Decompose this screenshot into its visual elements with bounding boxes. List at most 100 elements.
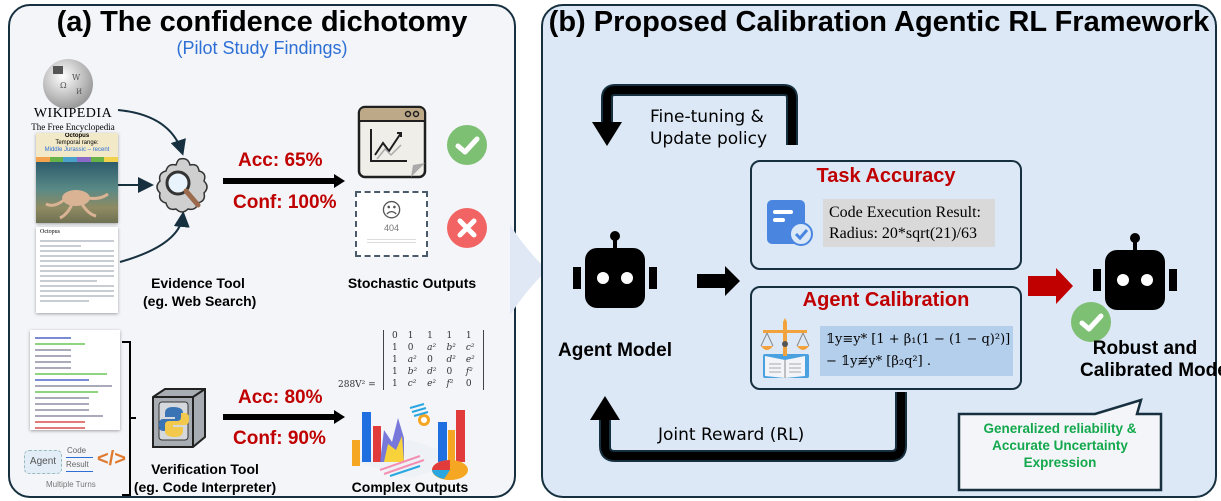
task-accuracy-title: Task Accuracy bbox=[816, 165, 956, 187]
fine-tuning-loop-arrow bbox=[592, 84, 798, 146]
matrix-cell: 0 bbox=[407, 343, 414, 353]
code-execution-result: Code Execution Result: Radius: 20*sqrt(2… bbox=[823, 199, 995, 247]
grouping-bracket bbox=[122, 341, 136, 496]
matrix-cell: f² bbox=[446, 379, 454, 389]
octopus-photo bbox=[36, 162, 118, 223]
agent-calibration-title: Agent Calibration bbox=[802, 289, 970, 311]
matrix-cell: a² bbox=[427, 343, 437, 353]
document-check-icon bbox=[765, 198, 815, 248]
chart-window-icon bbox=[357, 105, 427, 179]
matrix-cell: 0 bbox=[427, 355, 433, 365]
evidence-accuracy: Acc: 65% bbox=[238, 150, 323, 171]
panel-b-title: (b) Proposed Calibration Agentic RL Fram… bbox=[548, 6, 1210, 38]
verification-arrow-shaft bbox=[223, 414, 338, 420]
incorrect-cross-icon bbox=[447, 208, 487, 248]
evidence-connectors bbox=[117, 109, 190, 263]
complex-charts-illustration bbox=[350, 403, 470, 480]
python-interpreter-icon bbox=[145, 385, 210, 450]
matrix-cell: b² bbox=[446, 343, 456, 353]
card-title: Octopus bbox=[64, 133, 90, 139]
matrix-cell: 1 bbox=[465, 331, 472, 341]
verification-tool-label: Verification Tool (eg. Code Interpreter) bbox=[133, 461, 277, 495]
verification-arrow-head bbox=[334, 410, 345, 424]
calibrated-check-icon bbox=[1071, 302, 1111, 342]
stochastic-outputs-label: Stochastic Outputs bbox=[347, 275, 477, 291]
to-calibrated-arrow-shaft bbox=[1028, 276, 1058, 296]
svg-text:И: И bbox=[76, 88, 82, 96]
matrix-cell: c² bbox=[407, 379, 417, 389]
svg-text:Ω: Ω bbox=[60, 81, 67, 90]
python-code-snippet bbox=[30, 330, 120, 430]
card-range: Middle Jurassic – recent bbox=[44, 147, 110, 153]
sad-face-icon: ☹ bbox=[381, 200, 402, 222]
panel-a-subtitle: (Pilot Study Findings) bbox=[176, 38, 348, 58]
card-subtitle: Temporal range: bbox=[55, 140, 99, 146]
matrix-cell: e² bbox=[465, 355, 475, 365]
result-mini-label: Result bbox=[66, 460, 89, 469]
matrix-cell: b² bbox=[407, 367, 418, 377]
matrix-cell: 1 bbox=[407, 331, 414, 341]
matrix-cell: e² bbox=[427, 379, 437, 389]
matrix-cell: f² bbox=[465, 367, 473, 377]
matrix-cell: 1 bbox=[446, 331, 453, 341]
magnifier-search-icon bbox=[150, 155, 210, 215]
matrix-lhs: 288V² = bbox=[338, 380, 376, 390]
wikipedia-tagline: The Free Encyclopedia bbox=[31, 122, 115, 132]
matrix-row: 1 c² e² f² 0 bbox=[387, 378, 480, 390]
matrix-cell: 1 bbox=[427, 331, 433, 341]
time-scale-bar bbox=[36, 157, 118, 162]
evidence-confidence: Conf: 100% bbox=[233, 192, 337, 213]
calibrated-robot-icon bbox=[1080, 232, 1180, 322]
panel-a-title: (a) The confidence dichotomy bbox=[56, 6, 468, 38]
calibration-reward-formula: 𝟙y≡y* [1 + β₁(1 − (1 − q)²)] − 𝟙y≢y* [β₂… bbox=[820, 326, 1013, 376]
matrix-cell: 1 bbox=[392, 343, 398, 353]
matrix-cell: 1 bbox=[392, 367, 398, 377]
matrix-row: 1 b² d² 0 f² bbox=[387, 366, 480, 378]
panel-transition-chevron bbox=[510, 225, 548, 315]
matrix-cell: 0 bbox=[392, 331, 398, 341]
complex-outputs-label: Complex Outputs bbox=[351, 479, 469, 495]
fine-tuning-label: Fine-tuning & Update policy bbox=[650, 107, 768, 149]
agent-model-label: Agent Model bbox=[558, 340, 672, 361]
matrix-cell: 1 bbox=[392, 379, 398, 389]
to-reward-arrow-head bbox=[725, 266, 740, 296]
joint-reward-loop-arrow bbox=[590, 392, 907, 462]
matrix-cell: a² bbox=[407, 355, 417, 365]
code-brackets-icon: </> bbox=[97, 448, 126, 470]
verification-confidence: Conf: 90% bbox=[233, 428, 326, 449]
matrix-cell: 0 bbox=[446, 367, 453, 377]
calibrated-model-label: Robust and Calibrated Model bbox=[1080, 338, 1221, 381]
wikipedia-globe-icon: Ω W И bbox=[38, 58, 98, 110]
evidence-arrow-head bbox=[334, 174, 345, 188]
joint-reward-label: Joint Reward (RL) bbox=[658, 425, 805, 445]
agent-mini-box: Agent bbox=[24, 450, 62, 474]
code-mini-label: Code bbox=[67, 446, 87, 455]
wikipedia-article-page: Octopus bbox=[36, 227, 118, 313]
correct-check-icon bbox=[447, 125, 487, 165]
evidence-arrow-shaft bbox=[223, 178, 338, 184]
matrix-cell: c² bbox=[465, 343, 475, 353]
callout-text: Generalized reliability & Accurate Uncer… bbox=[983, 421, 1137, 470]
scales-book-icon bbox=[755, 318, 815, 380]
agent-robot-icon bbox=[565, 230, 665, 320]
octopus-infobox-card: Octopus Temporal range: Middle Jurassic … bbox=[36, 133, 118, 223]
result-arrow bbox=[66, 471, 93, 472]
callout-bubble bbox=[957, 398, 1163, 492]
code-arrow bbox=[66, 457, 93, 458]
error-code: 404 bbox=[383, 223, 400, 233]
matrix-cell: 1 bbox=[392, 355, 398, 365]
verification-accuracy: Acc: 80% bbox=[238, 387, 323, 408]
error-404-page: ☹ 404 bbox=[355, 191, 428, 257]
matrix-cell: 0 bbox=[465, 379, 472, 389]
to-reward-arrow-shaft bbox=[697, 274, 727, 288]
to-calibrated-arrow-head bbox=[1056, 268, 1073, 304]
wikipedia-wordmark: WIKIPEDIA bbox=[33, 106, 113, 121]
svg-text:W: W bbox=[72, 73, 81, 82]
article-title: Octopus bbox=[40, 229, 60, 235]
matrix-cell: d² bbox=[427, 367, 437, 377]
multiple-turns-label: Multiple Turns bbox=[46, 480, 96, 489]
